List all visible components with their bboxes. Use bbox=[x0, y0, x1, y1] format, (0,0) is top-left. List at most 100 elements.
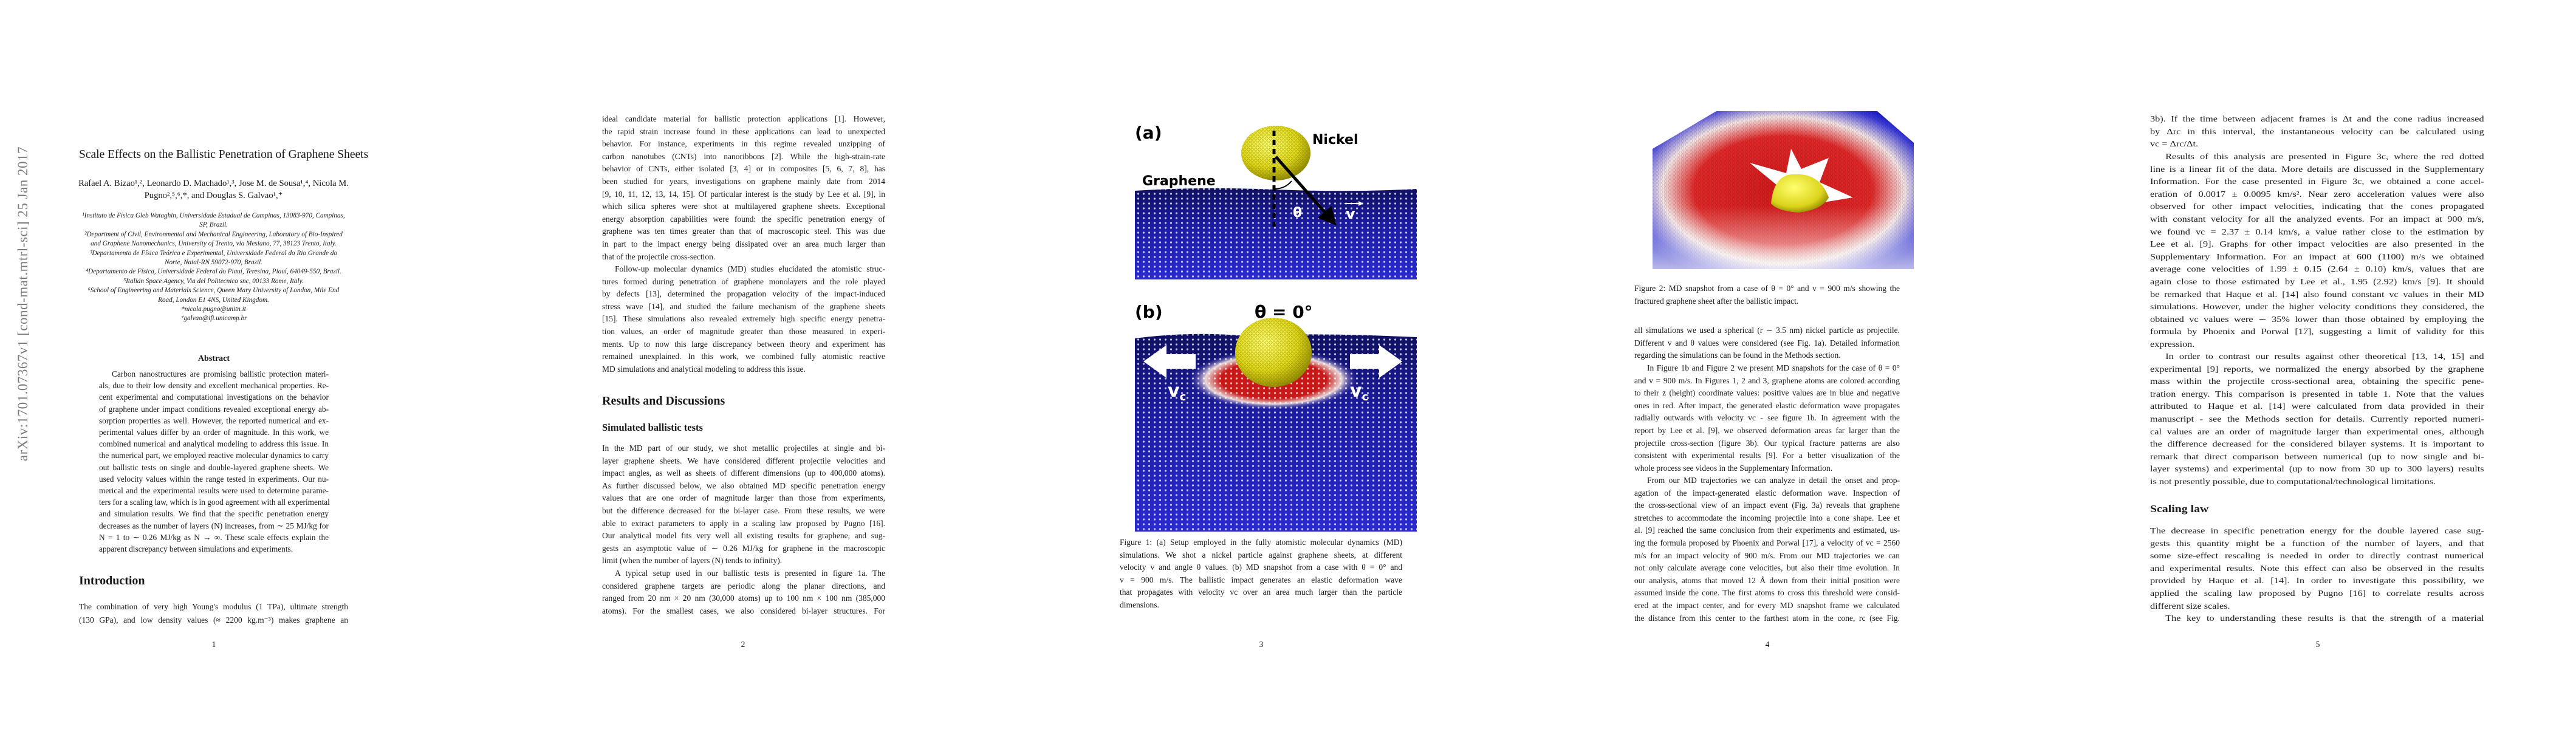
text-line: eration of 0.0017 ± 0.0095 km/s². Near z… bbox=[2150, 189, 2484, 199]
text-line: mass within the projectile cross-section… bbox=[2150, 377, 2484, 386]
text-line: consistent with experimental results [9]… bbox=[1634, 451, 1900, 460]
text-line: and Graphene Nanomechanics, University o… bbox=[91, 240, 337, 248]
panel-b-label: (b) bbox=[1135, 302, 1163, 322]
text-line: average cone velocities of 1.99 ± 0.15 (… bbox=[2150, 264, 2484, 274]
text-line: combined numerical and analytical modeli… bbox=[99, 439, 329, 449]
introduction-heading: Introduction bbox=[79, 574, 145, 587]
text-line: Road, London E1 4NS, United Kingdom. bbox=[158, 296, 269, 304]
text-line: tion values, an order of magnitude great… bbox=[602, 326, 885, 336]
velocity-label: v bbox=[1346, 205, 1355, 222]
paragraph: all simulations we used a spherical (r ∼… bbox=[1634, 324, 1900, 362]
right-wave-arrow bbox=[1350, 345, 1402, 378]
text-line: but the difference decreased for the bi-… bbox=[602, 505, 885, 515]
text-line: remained unexplained. In this work, we c… bbox=[602, 352, 885, 361]
nickel-projectile bbox=[1771, 174, 1829, 213]
text-line: assumed inside the cone. The first atoms… bbox=[1634, 588, 1900, 598]
text-line: able to extract parameters to apply in a… bbox=[602, 518, 885, 528]
text-line: behavior. For instance, experiments in t… bbox=[602, 139, 885, 149]
text-line: dimensions. bbox=[1120, 600, 1159, 609]
text-line: merical and the experimental results wer… bbox=[99, 486, 329, 496]
text-line: limit (when the number of layers (N) ten… bbox=[602, 556, 783, 566]
text-line: Norte, Natal-RN 59072-970, Brazil. bbox=[165, 259, 262, 267]
text-line: by Δrc in this interval, the instantaneo… bbox=[2150, 126, 2484, 136]
panel-b: (b) θ = 0° vc vc bbox=[1135, 302, 1417, 532]
text-line: obtained vc values were ∼ 35% lower than… bbox=[2150, 314, 2484, 324]
text-line: remark that direct comparison between nu… bbox=[2150, 451, 2484, 461]
text-line: be remarked that Haque et al. [14] also … bbox=[2150, 289, 2484, 299]
page-5-body: 3b). If the time between adjacent frames… bbox=[2150, 0, 2484, 729]
text-line: used velocity values within the range te… bbox=[99, 474, 329, 484]
text-line: decreases as the number of layers (N) in… bbox=[99, 521, 329, 530]
text-line: and experimental results. Note this effe… bbox=[2150, 563, 2484, 573]
text-line: not only calculate average cone velociti… bbox=[1634, 563, 1900, 573]
text-line: Information. For the case presented in F… bbox=[2150, 177, 2484, 187]
text-line: vc = Δrc/Δt. bbox=[2150, 139, 2199, 149]
angle-arc bbox=[1273, 180, 1292, 190]
author-list: Rafael A. Bizao¹,², Leonardo D. Machado¹… bbox=[73, 177, 354, 202]
text-line: velocity v and angle θ values. (b) MD sn… bbox=[1120, 563, 1402, 572]
paragraph: Results of this analysis are presented i… bbox=[2150, 151, 2484, 351]
text-line: MD simulations and analytical modeling t… bbox=[602, 364, 806, 374]
text-line: ments. Up to now this large discrepancy … bbox=[602, 339, 885, 349]
text-line: Results of this analysis are presented i… bbox=[2165, 152, 2484, 161]
text-line: the cross-sectional view of an impact ev… bbox=[1634, 501, 1900, 510]
text-line: our analysis, atoms that moved 12 Å down… bbox=[1634, 575, 1900, 585]
theta-label: θ bbox=[1293, 205, 1302, 221]
text-line: been studied for years, investigations o… bbox=[602, 176, 885, 186]
text-line: ³Departamento de Física Teórica e Experi… bbox=[90, 249, 337, 257]
text-line: Carbon nanostructures are promising ball… bbox=[112, 369, 329, 378]
text-line: all simulations we used a spherical (r ∼… bbox=[1634, 326, 1900, 335]
text-line: al. [9] reached the same conclusion from… bbox=[1634, 525, 1900, 535]
text-line: 3b). If the time between adjacent frames… bbox=[2150, 114, 2484, 123]
paragraph: In the MD part of our study, we shot met… bbox=[602, 442, 885, 567]
text-line: that of the projectile cross-section. bbox=[602, 252, 716, 261]
text-line: Supplementary Information. For an impact… bbox=[2150, 252, 2484, 261]
text-line: which silica spheres were shot at multil… bbox=[602, 202, 885, 211]
text-line: the numerical part, we employed reactive… bbox=[99, 451, 329, 460]
text-line: In Figure 1b and Figure 2 we present MD … bbox=[1647, 363, 1900, 372]
text-line: by defects [13], determined the propagat… bbox=[602, 289, 885, 299]
text-line: simulations. We shot a nickel particle a… bbox=[1120, 550, 1402, 560]
text-line: Our analytical model fits very well all … bbox=[602, 531, 885, 541]
text-line: behavior of CNTs, either isolated [3, 4]… bbox=[602, 164, 885, 174]
text-line: that propagates with velocity vc over an… bbox=[1120, 587, 1402, 597]
affiliations: ¹Instituto de Física Gleb Wataghin, Univ… bbox=[67, 211, 360, 324]
graphene-label: Graphene bbox=[1142, 174, 1216, 189]
text-line: ters for a scaling law, which is in good… bbox=[99, 498, 330, 507]
text-line: impact angles, as well as sheets of diff… bbox=[602, 468, 885, 478]
text-line: report by Lee et al. [9], we observed de… bbox=[1634, 425, 1900, 435]
text-line: different size scales. bbox=[2150, 601, 2230, 611]
text-line: ranged from 20 nm × 20 nm (30,000 atoms)… bbox=[602, 594, 885, 603]
text-line: stretches to accommodate the incoming pr… bbox=[1634, 513, 1900, 522]
text-line: with constant velocity for all the analy… bbox=[2150, 214, 2484, 224]
text-line: Follow-up molecular dynamics (MD) studie… bbox=[615, 264, 885, 273]
text-line: expression. bbox=[2150, 339, 2195, 349]
text-line: gests an asymptotic value of ∼ 0.26 MJ/k… bbox=[602, 543, 885, 553]
text-line: we found vc = 2.37 ± 0.14 km/s, a value … bbox=[2150, 227, 2484, 236]
text-line: ⁵Italian Space Agency, Via del Politecni… bbox=[123, 277, 304, 285]
text-line: considered graphene targets are periodic… bbox=[602, 581, 885, 590]
text-line: cent experimental and computational inve… bbox=[99, 392, 329, 402]
page-number: 4 bbox=[1765, 640, 1770, 649]
text-line: ⁶School of Engineering and Materials Sci… bbox=[87, 287, 340, 295]
text-line: Pugno²,⁵,⁶,*, and Douglas S. Galvao¹,⁺ bbox=[144, 191, 283, 200]
paragraph: The key to understanding these results i… bbox=[2150, 612, 2484, 625]
text-line: *nicola.pugno@unitn.it bbox=[181, 306, 246, 313]
wave-velocity-label-left: vc bbox=[1168, 380, 1186, 403]
text-line: Lee et al. [9]. Graphs for other impact … bbox=[2150, 239, 2484, 249]
theta-zero-label: θ = 0° bbox=[1255, 302, 1313, 322]
text-line: ⁺galvao@ifi.unicamp.br bbox=[180, 315, 247, 323]
paragraph: In Figure 1b and Figure 2 we present MD … bbox=[1634, 362, 1900, 474]
text-line: agation of the impact-generated elastic … bbox=[1634, 488, 1900, 498]
panel-a-label: (a) bbox=[1135, 123, 1162, 143]
text-line: ones in red. After impact, the generated… bbox=[1634, 400, 1900, 410]
figure-1-caption: Figure 1: (a) Setup employed in the full… bbox=[1120, 536, 1402, 612]
figure-2-fractured-graphene bbox=[1653, 111, 1914, 269]
abstract-heading: Abstract bbox=[197, 354, 230, 363]
text-line: experimental [9] reports, we normalized … bbox=[2150, 364, 2484, 374]
text-line: regarding the simulations can be found i… bbox=[1634, 351, 1841, 360]
text-line: N = 1 to ∼ 0.26 MJ/kg as N → ∞. These sc… bbox=[99, 532, 329, 542]
text-line: ¹Instituto de Física Gleb Wataghin, Univ… bbox=[82, 212, 345, 219]
text-line: out ballistic tests on single and double… bbox=[99, 462, 329, 472]
text-line: ideal candidate material for ballistic p… bbox=[602, 114, 885, 123]
